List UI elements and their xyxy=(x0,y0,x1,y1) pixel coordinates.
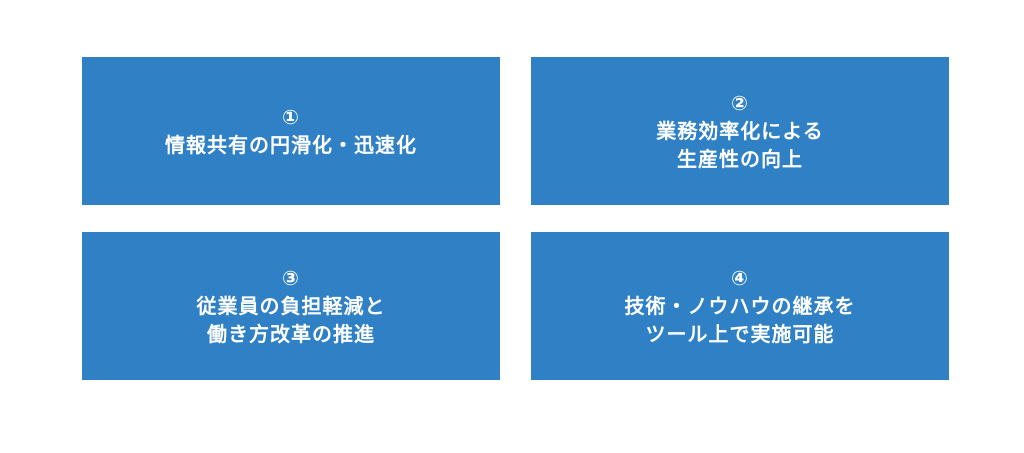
benefit-text-line: 従業員の負担軽減と xyxy=(196,294,386,318)
benefit-text-line: 情報共有の円滑化・迅速化 xyxy=(165,133,417,157)
benefit-number: ② xyxy=(731,91,749,115)
benefit-text-line: 生産性の向上 xyxy=(677,147,803,171)
benefit-number: ④ xyxy=(731,266,749,290)
benefit-box-1: ① 情報共有の円滑化・迅速化 xyxy=(82,57,500,205)
benefit-text-line: 働き方改革の推進 xyxy=(207,322,375,346)
benefit-text-line: ツール上で実施可能 xyxy=(645,322,835,346)
benefit-box-4: ④ 技術・ノウハウの継承を ツール上で実施可能 xyxy=(531,232,949,380)
benefit-text-line: 技術・ノウハウの継承を xyxy=(624,294,856,318)
benefit-text-line: 業務効率化による xyxy=(656,119,824,143)
benefit-box-2: ② 業務効率化による 生産性の向上 xyxy=(531,57,949,205)
benefit-number: ③ xyxy=(282,266,300,290)
benefit-number: ① xyxy=(282,105,300,129)
benefit-box-3: ③ 従業員の負担軽減と 働き方改革の推進 xyxy=(82,232,500,380)
